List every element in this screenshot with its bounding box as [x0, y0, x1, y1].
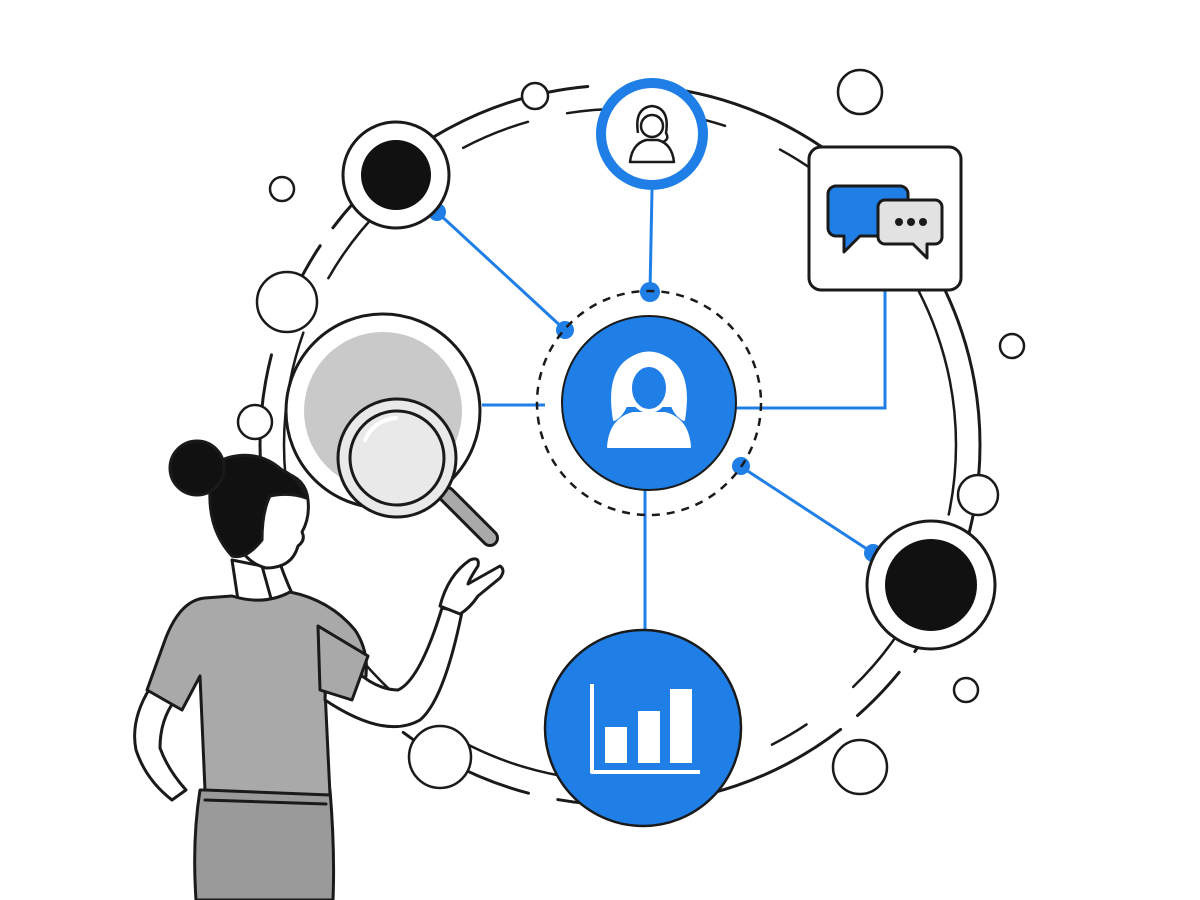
bar-chart-icon — [590, 684, 700, 774]
center-hub — [535, 289, 763, 517]
user-avatar-node — [596, 78, 708, 190]
user-avatar-icon — [628, 104, 676, 164]
chart-node — [543, 628, 743, 828]
search-node — [284, 312, 499, 547]
chat-node — [807, 145, 963, 292]
connector-lines — [435, 189, 887, 632]
chat-bubbles-icon — [826, 184, 944, 260]
decorative-bubbles — [236, 68, 1026, 796]
black-node-right — [865, 519, 997, 651]
magnifying-glass-icon — [336, 397, 499, 547]
person-icon — [607, 351, 691, 448]
black-node-top-left — [341, 120, 451, 230]
woman-figure — [133, 439, 505, 900]
